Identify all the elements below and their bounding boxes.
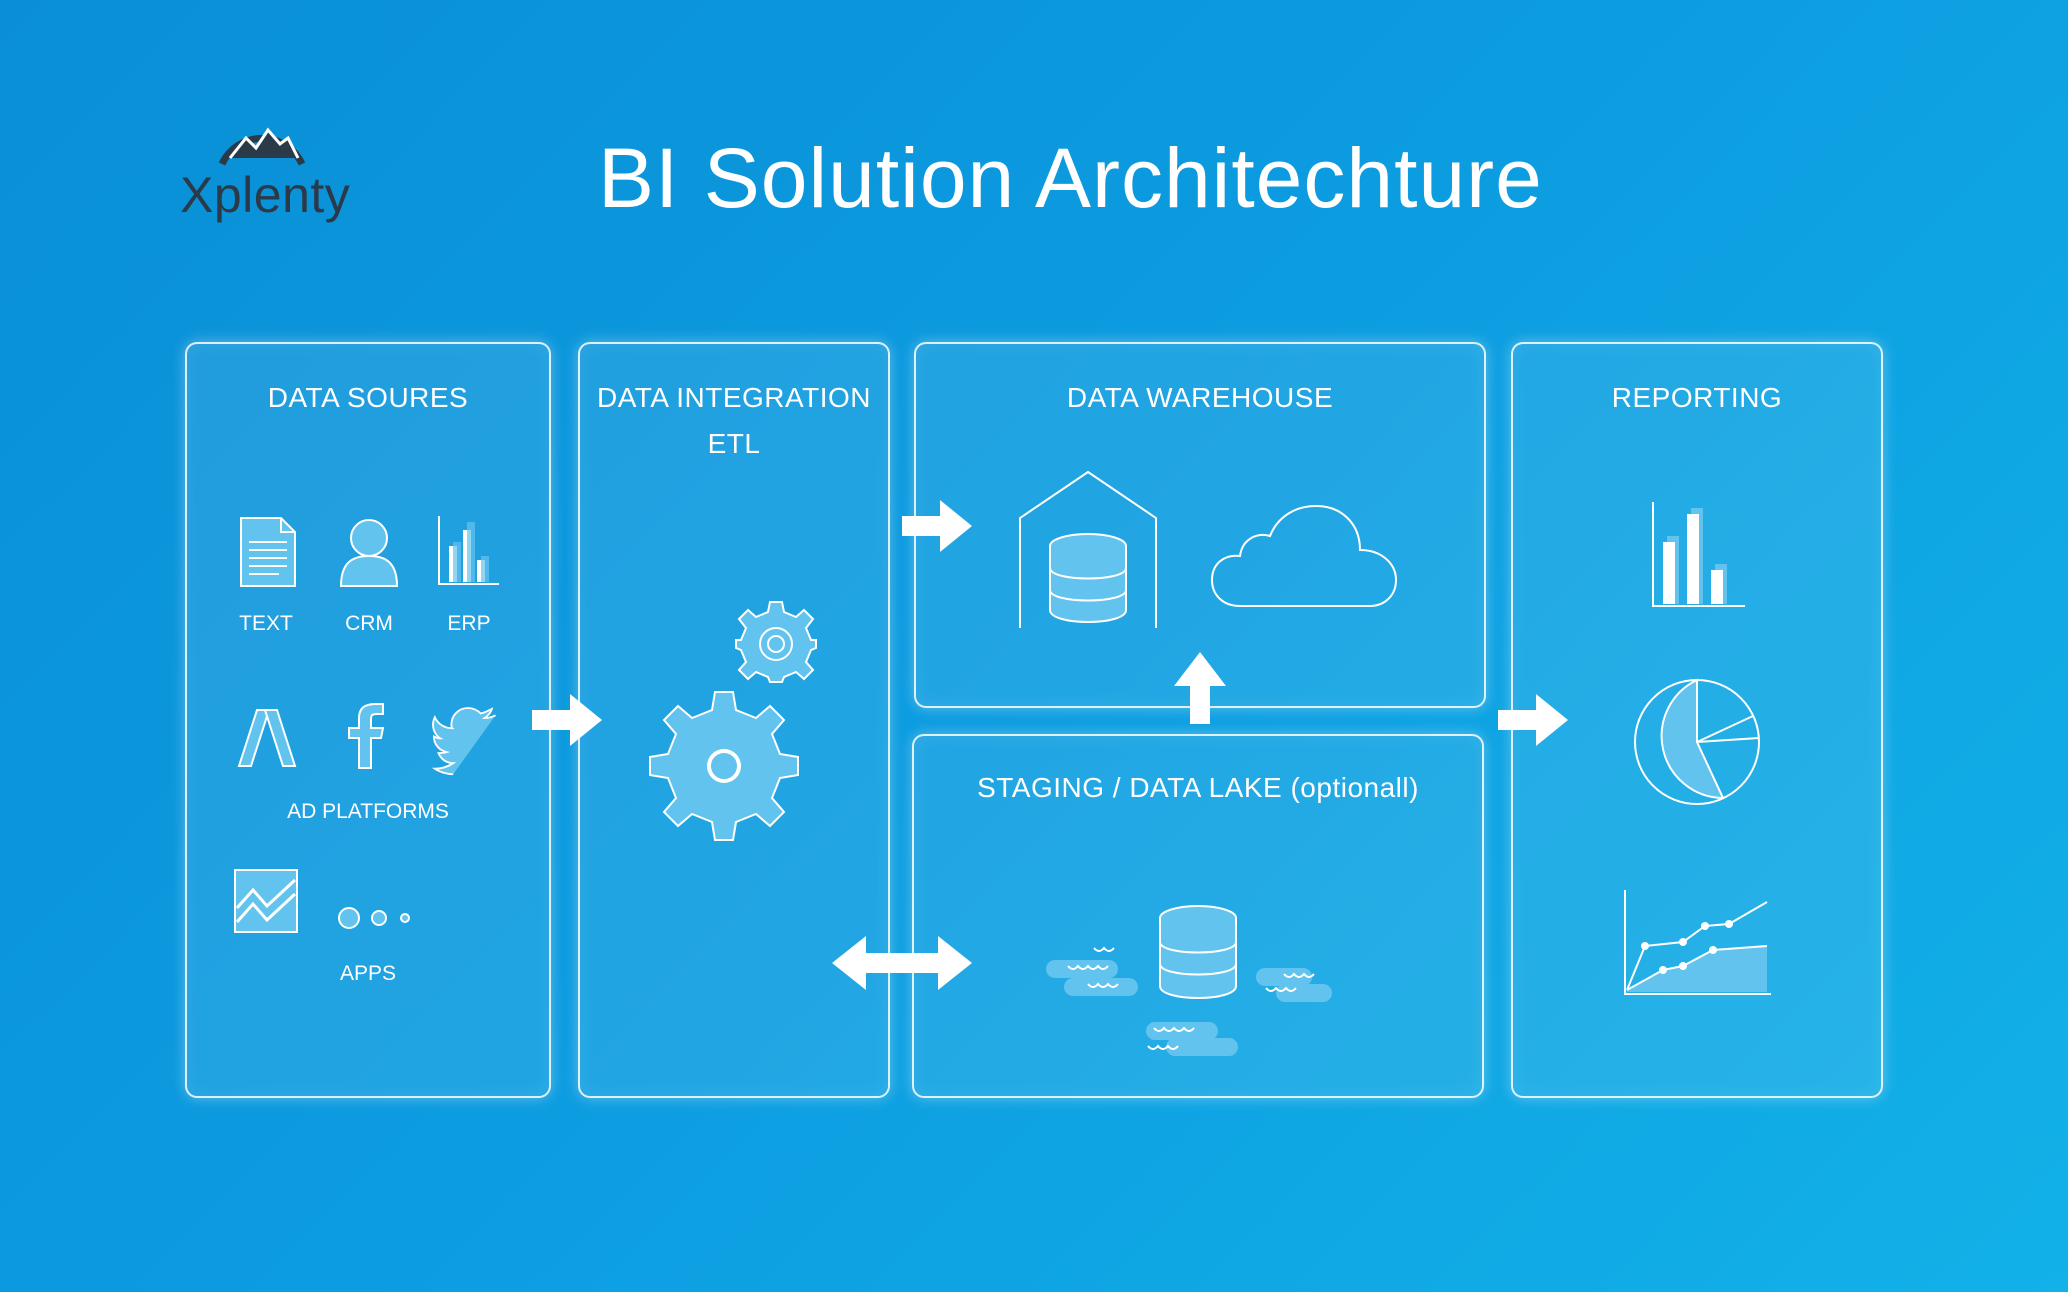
arrow-right-icon [902,500,972,552]
logo-text: Xplenty [180,167,351,223]
pie-chart-icon [1634,678,1760,805]
cloud-icon [1210,504,1398,607]
warehouse-database-icon [1019,470,1157,628]
data-warehouse-panel: DATA WAREHOUSE [914,342,1486,708]
bar-chart-icon [1652,502,1745,607]
person-icon [339,519,399,587]
data-integration-panel: DATA INTEGRATION ETL [578,342,890,1098]
data-warehouse-title: DATA WAREHOUSE [1066,382,1334,413]
dots-icon [338,907,410,929]
double-arrow-icon [832,936,972,990]
gears-icon [649,601,817,841]
ad-platforms-label: AD PLATFORMS [287,800,449,823]
data-integration-title: DATA INTEGRATION [596,382,871,413]
arrow-right-icon [1498,694,1568,746]
text-label: TEXT [239,612,293,635]
staging-title: STAGING / DATA LAKE (optionall) [977,772,1419,803]
crm-label: CRM [345,612,393,635]
apps-label: APPS [339,962,397,985]
twitter-icon [431,707,496,776]
arrow-up-icon [1174,652,1226,724]
area-chart-icon [1624,890,1771,995]
etl-title: ETL [707,428,761,459]
erp-label: ERP [447,612,491,635]
line-chart-icon [234,869,298,933]
data-sources-panel: DATA SOURES TEXT CRM ERP AD [185,342,551,1098]
staging-panel: STAGING / DATA LAKE (optionall) [912,734,1484,1098]
mountain-logo-icon [218,127,306,166]
arrow-right-icon [532,694,602,746]
data-sources-title: DATA SOURES [267,382,469,413]
facebook-icon [348,703,385,769]
adwords-icon [237,709,297,767]
bar-chart-icon [438,516,499,585]
xplenty-logo: Xplenty [176,108,386,228]
page-title: BI Solution Architechture [598,131,1543,225]
reporting-title: REPORTING [1611,382,1783,413]
data-lake-icon [1046,905,1332,1056]
reporting-panel: REPORTING [1511,342,1883,1098]
document-icon [240,517,296,587]
